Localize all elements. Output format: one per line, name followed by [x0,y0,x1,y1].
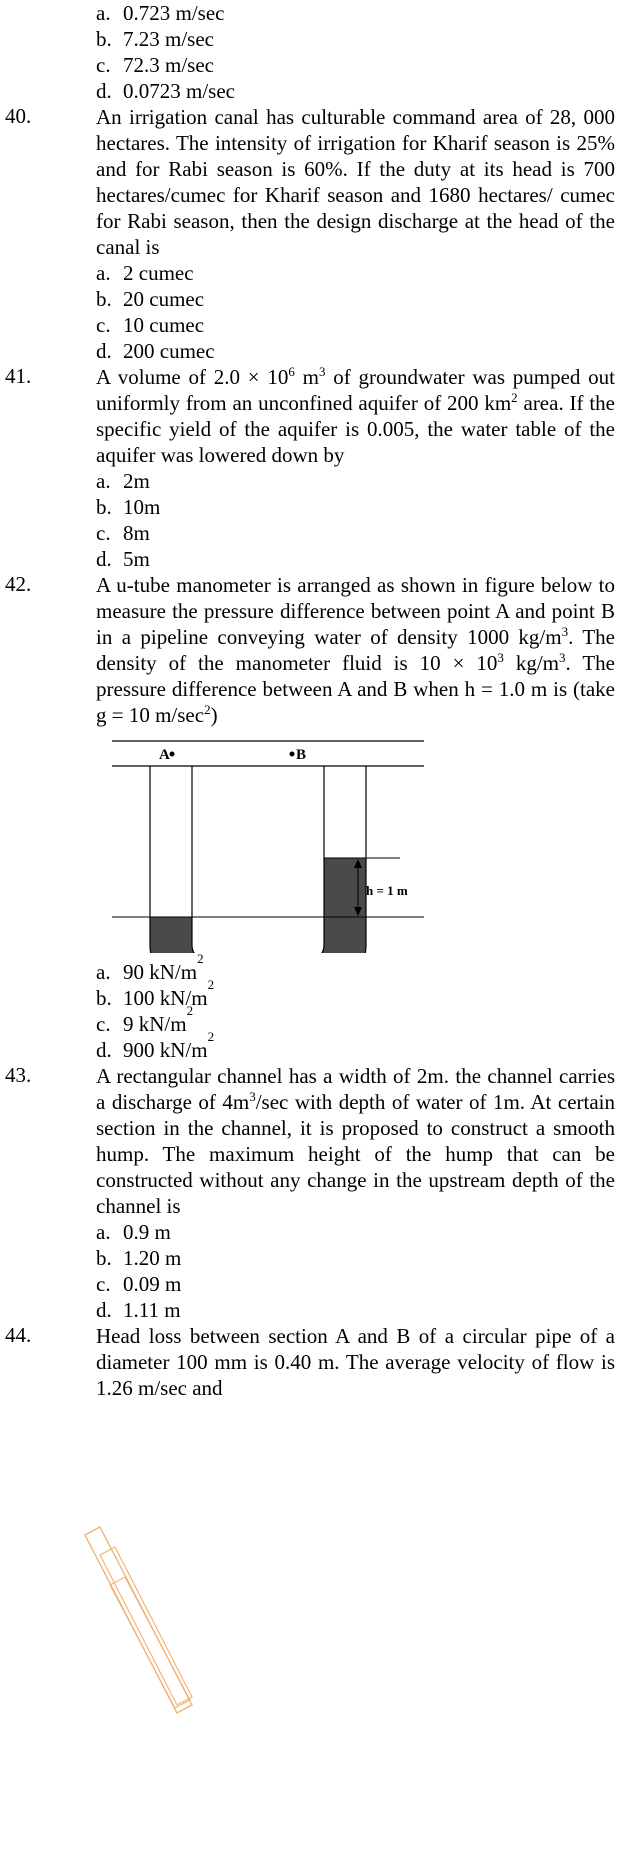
question-41-options: a.2m b.10m c.8m d.5m [0,468,624,572]
option: c.10 cumec [96,313,205,337]
option: c.8m [96,521,150,545]
option: b.10m [96,495,161,519]
option: a.2m [96,469,150,493]
label-a: A [159,747,170,763]
question-number: 42. [5,572,32,596]
label-b: B [296,747,306,763]
arrow-up [354,859,362,868]
option: d.5m [96,547,150,571]
option: a.0.9 m [96,1220,171,1244]
prev-question-options: a.0.723 m/sec b.7.23 m/sec c.72.3 m/sec … [0,0,624,104]
manometer-fluid [150,858,366,998]
question-text: A rectangular channel has a width of 2m.… [96,1064,615,1218]
question-number: 40. [5,104,32,128]
question-number: 43. [5,1063,32,1087]
question-43-options: a.0.9 m b.1.20 m c.0.09 m d.1.11 m [0,1219,624,1323]
question-number: 44. [5,1323,32,1347]
question-40-options: a.2 cumec b.20 cumec c.10 cumec d.200 cu… [0,260,624,364]
point-b [289,751,295,757]
manometer-diagram: A B h = 1 m [112,740,424,999]
label-h: h = 1 m [366,883,408,898]
question-40: 40. An irrigation canal has culturable c… [0,104,624,260]
question-text: Head loss between section A and B of a c… [96,1324,615,1400]
question-text: A volume of 2.0 × 106 m3 of groundwater … [96,364,615,467]
question-42: 42. A u-tube manometer is arranged as sh… [0,572,624,728]
option: d.0.0723 m/sec [96,79,235,103]
question-number: 41. [5,364,32,388]
option: a.2 cumec [96,261,194,285]
question-text: A u-tube manometer is arranged as shown … [96,573,615,727]
question-41: 41. A volume of 2.0 × 106 m3 of groundwa… [0,364,624,468]
option: b.1.20 m [96,1246,182,1270]
option: c.72.3 m/sec [96,53,214,77]
option: b.20 cumec [96,287,205,311]
manometer-figure: A B h = 1 m [112,738,424,999]
option: d.1.11 m [96,1298,181,1322]
question-43: 43. A rectangular channel has a width of… [0,1063,624,1219]
option: b.7.23 m/sec [96,27,214,51]
question-text: An irrigation canal has culturable comma… [96,105,615,259]
option: c.0.09 m [96,1272,182,1296]
arrow-down [354,907,362,916]
option: a.0.723 m/sec [96,1,225,25]
point-a [169,751,175,757]
tube-inner [191,766,325,971]
question-44: 44. Head loss between section A and B of… [0,1323,624,1401]
option: d.200 cumec [96,339,215,363]
watermark-logo [84,1526,193,1714]
